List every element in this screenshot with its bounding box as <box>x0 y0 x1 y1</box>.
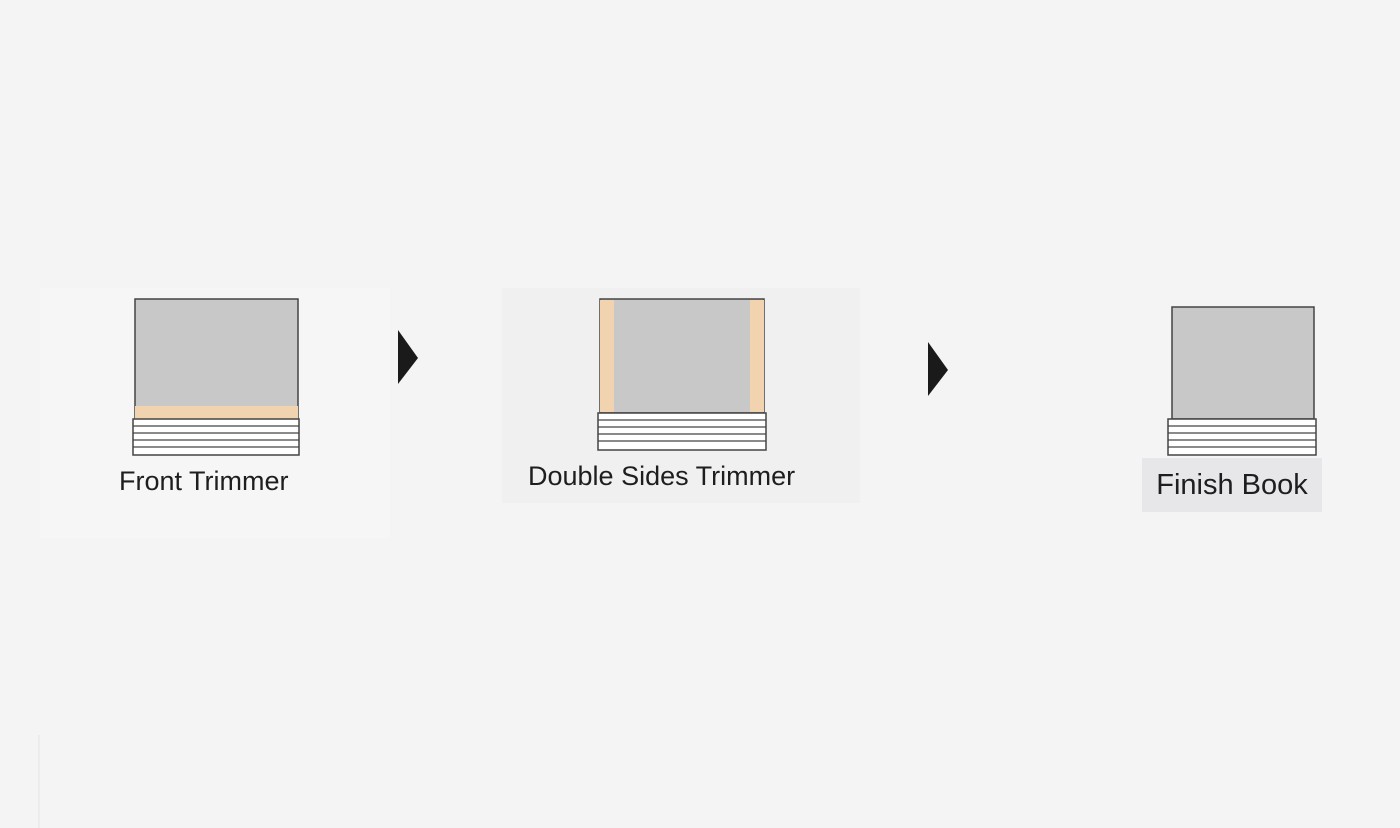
arrow-right-icon <box>398 330 418 384</box>
step-label: Double Sides Trimmer <box>528 461 796 491</box>
connector-arrow-2 <box>928 342 950 398</box>
book-cover <box>599 298 765 414</box>
finished-book-icon <box>1167 306 1317 456</box>
book-cover <box>1171 306 1315 420</box>
step-label: Finish Book <box>1142 458 1322 512</box>
step-double-sides-trimmer: Double Sides Trimmer <box>502 288 860 503</box>
book-cover <box>134 298 299 420</box>
page-stack <box>1167 418 1317 456</box>
page-stack <box>132 418 300 456</box>
step-label: Front Trimmer <box>119 466 289 496</box>
trim-highlight-right <box>750 300 764 412</box>
connector-arrow-1 <box>398 330 420 386</box>
edge-line <box>38 735 40 828</box>
step-front-trimmer: Front Trimmer <box>40 288 390 538</box>
page-stack <box>597 412 767 451</box>
arrow-right-icon <box>928 342 948 396</box>
book-double-side-trim-icon <box>597 298 767 451</box>
step-finish-book: Finish Book <box>1140 298 1322 512</box>
book-front-trim-icon <box>132 298 300 456</box>
trim-highlight-bottom <box>135 406 298 419</box>
trim-highlight-left <box>600 300 614 412</box>
